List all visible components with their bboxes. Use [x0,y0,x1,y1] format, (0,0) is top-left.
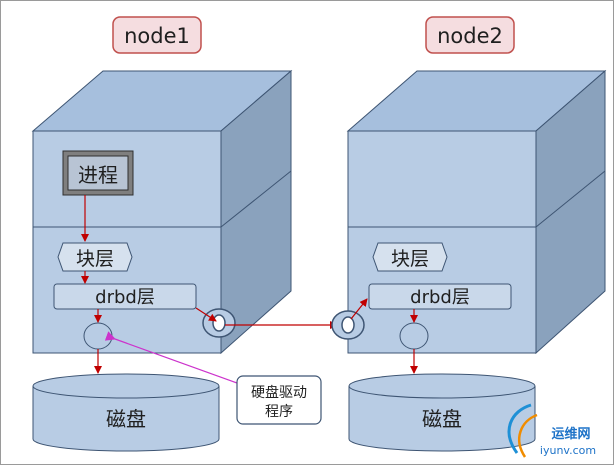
node2-server-box [346,69,607,355]
node1-label-box: node1 [112,16,202,54]
callout-pointer-arrow [104,331,238,384]
node1-driver-node [83,322,113,350]
node2-group: node2 块层 drbd层 磁盘 [331,16,607,452]
node2-network-port [331,310,365,340]
node1-drbd-label: drbd层 [95,287,155,308]
node1-network-port [202,308,236,338]
node2-block-label: 块层 [391,248,429,270]
node1-group: node1 进程 块层 drbd层 [31,16,293,452]
node2-box-front [347,130,537,354]
node2-label: node2 [437,24,503,48]
node1-block-label: 块层 [76,248,114,270]
watermark-text: 运维网 [551,426,590,442]
node2-drbd-label: drbd层 [410,287,470,308]
node2-label-box: node2 [425,16,515,54]
driver-callout: 硬盘驱动 程序 [104,331,322,425]
node1-process-label: 进程 [78,163,118,187]
node1-side-divider [220,170,292,228]
callout-line2: 程序 [265,404,293,420]
node2-disk-label: 磁盘 [422,407,462,431]
node2-block-layer: 块层 [372,242,448,272]
node1-block-layer: 块层 [57,242,133,272]
node1-server-box [31,69,293,355]
callout-line1: 硬盘驱动 [251,384,307,401]
node2-disk: 磁盘 [348,373,536,452]
node1-process-box: 进程 [62,150,134,196]
watermark-logo: 运维网 iyunv.com [507,403,596,458]
arrow-drbd-to-port [195,307,217,322]
node2-drbd-layer: drbd层 [368,283,512,310]
node2-side-divider [535,170,606,228]
node1-disk: 磁盘 [32,373,220,452]
node1-drbd-layer: drbd层 [53,283,197,310]
arrow-port-to-drbd [350,298,368,320]
watermark-url: iyunv.com [540,444,596,457]
node1-disk-label: 磁盘 [106,407,146,431]
node1-label: node1 [124,24,190,48]
node2-driver-node [399,322,429,350]
